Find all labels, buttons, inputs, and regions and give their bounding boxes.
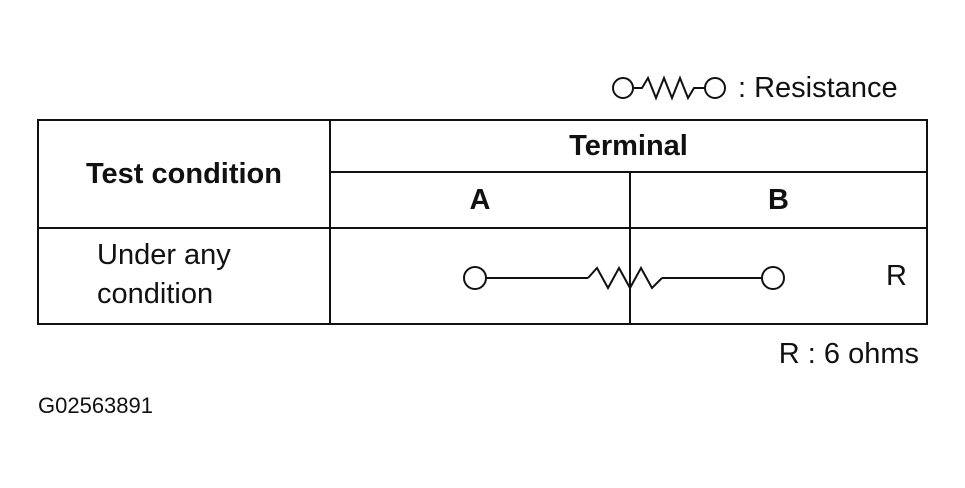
resistance-connection (463, 265, 785, 291)
header-terminal-b: B (768, 183, 789, 216)
header-terminal-a: A (469, 183, 491, 216)
resistor-symbol-icon (612, 75, 726, 101)
row-value-label: R (886, 260, 907, 292)
resistance-note: R : 6 ohms (778, 338, 919, 370)
legend: : Resistance (610, 68, 898, 108)
resistor-zigzag (587, 265, 663, 291)
terminal-a-node (463, 266, 487, 290)
header-test-condition: Test condition (85, 157, 282, 190)
figure-code: G02563891 (38, 393, 153, 418)
terminal-b-node (761, 266, 785, 290)
header-terminal: Terminal (569, 129, 688, 162)
legend-label: : Resistance (738, 71, 898, 104)
row-condition: Under any condition (97, 239, 231, 310)
